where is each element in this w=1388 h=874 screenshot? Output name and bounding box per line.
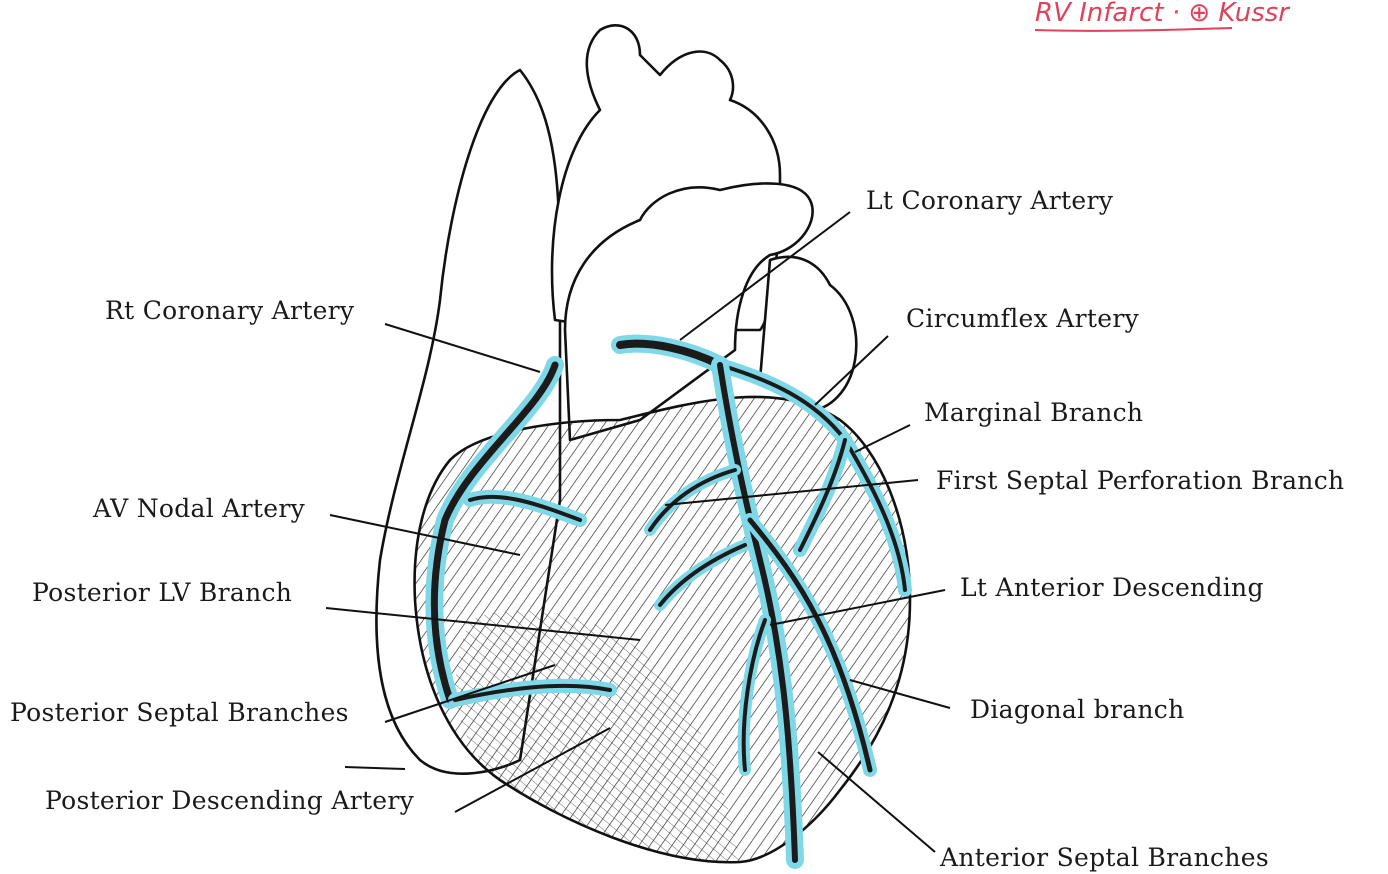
label-posterior-septal-branches: Posterior Septal Branches [10,700,349,725]
label-anterior-septal-branches: Anterior Septal Branches [940,845,1269,870]
annotation-underline [1035,28,1232,31]
underline-mark [345,767,405,769]
label-av-nodal-artery: AV Nodal Artery [93,496,305,521]
label-rt-coronary-artery: Rt Coronary Artery [105,298,354,323]
label-marginal-branch: Marginal Branch [924,400,1143,425]
label-posterior-descending-artery: Posterior Descending Artery [45,788,414,813]
label-posterior-lv-branch: Posterior LV Branch [32,580,292,605]
label-lt-coronary-artery: Lt Coronary Artery [866,188,1113,213]
label-diagonal-branch: Diagonal branch [970,697,1185,722]
label-circumflex-artery: Circumflex Artery [906,306,1139,331]
label-first-septal-perforation-branch: First Septal Perforation Branch [936,468,1344,493]
rv-infarct-annotation: RV Infarct · ⊕ Kussr [1035,0,1289,26]
label-lt-anterior-descending: Lt Anterior Descending [960,575,1264,600]
